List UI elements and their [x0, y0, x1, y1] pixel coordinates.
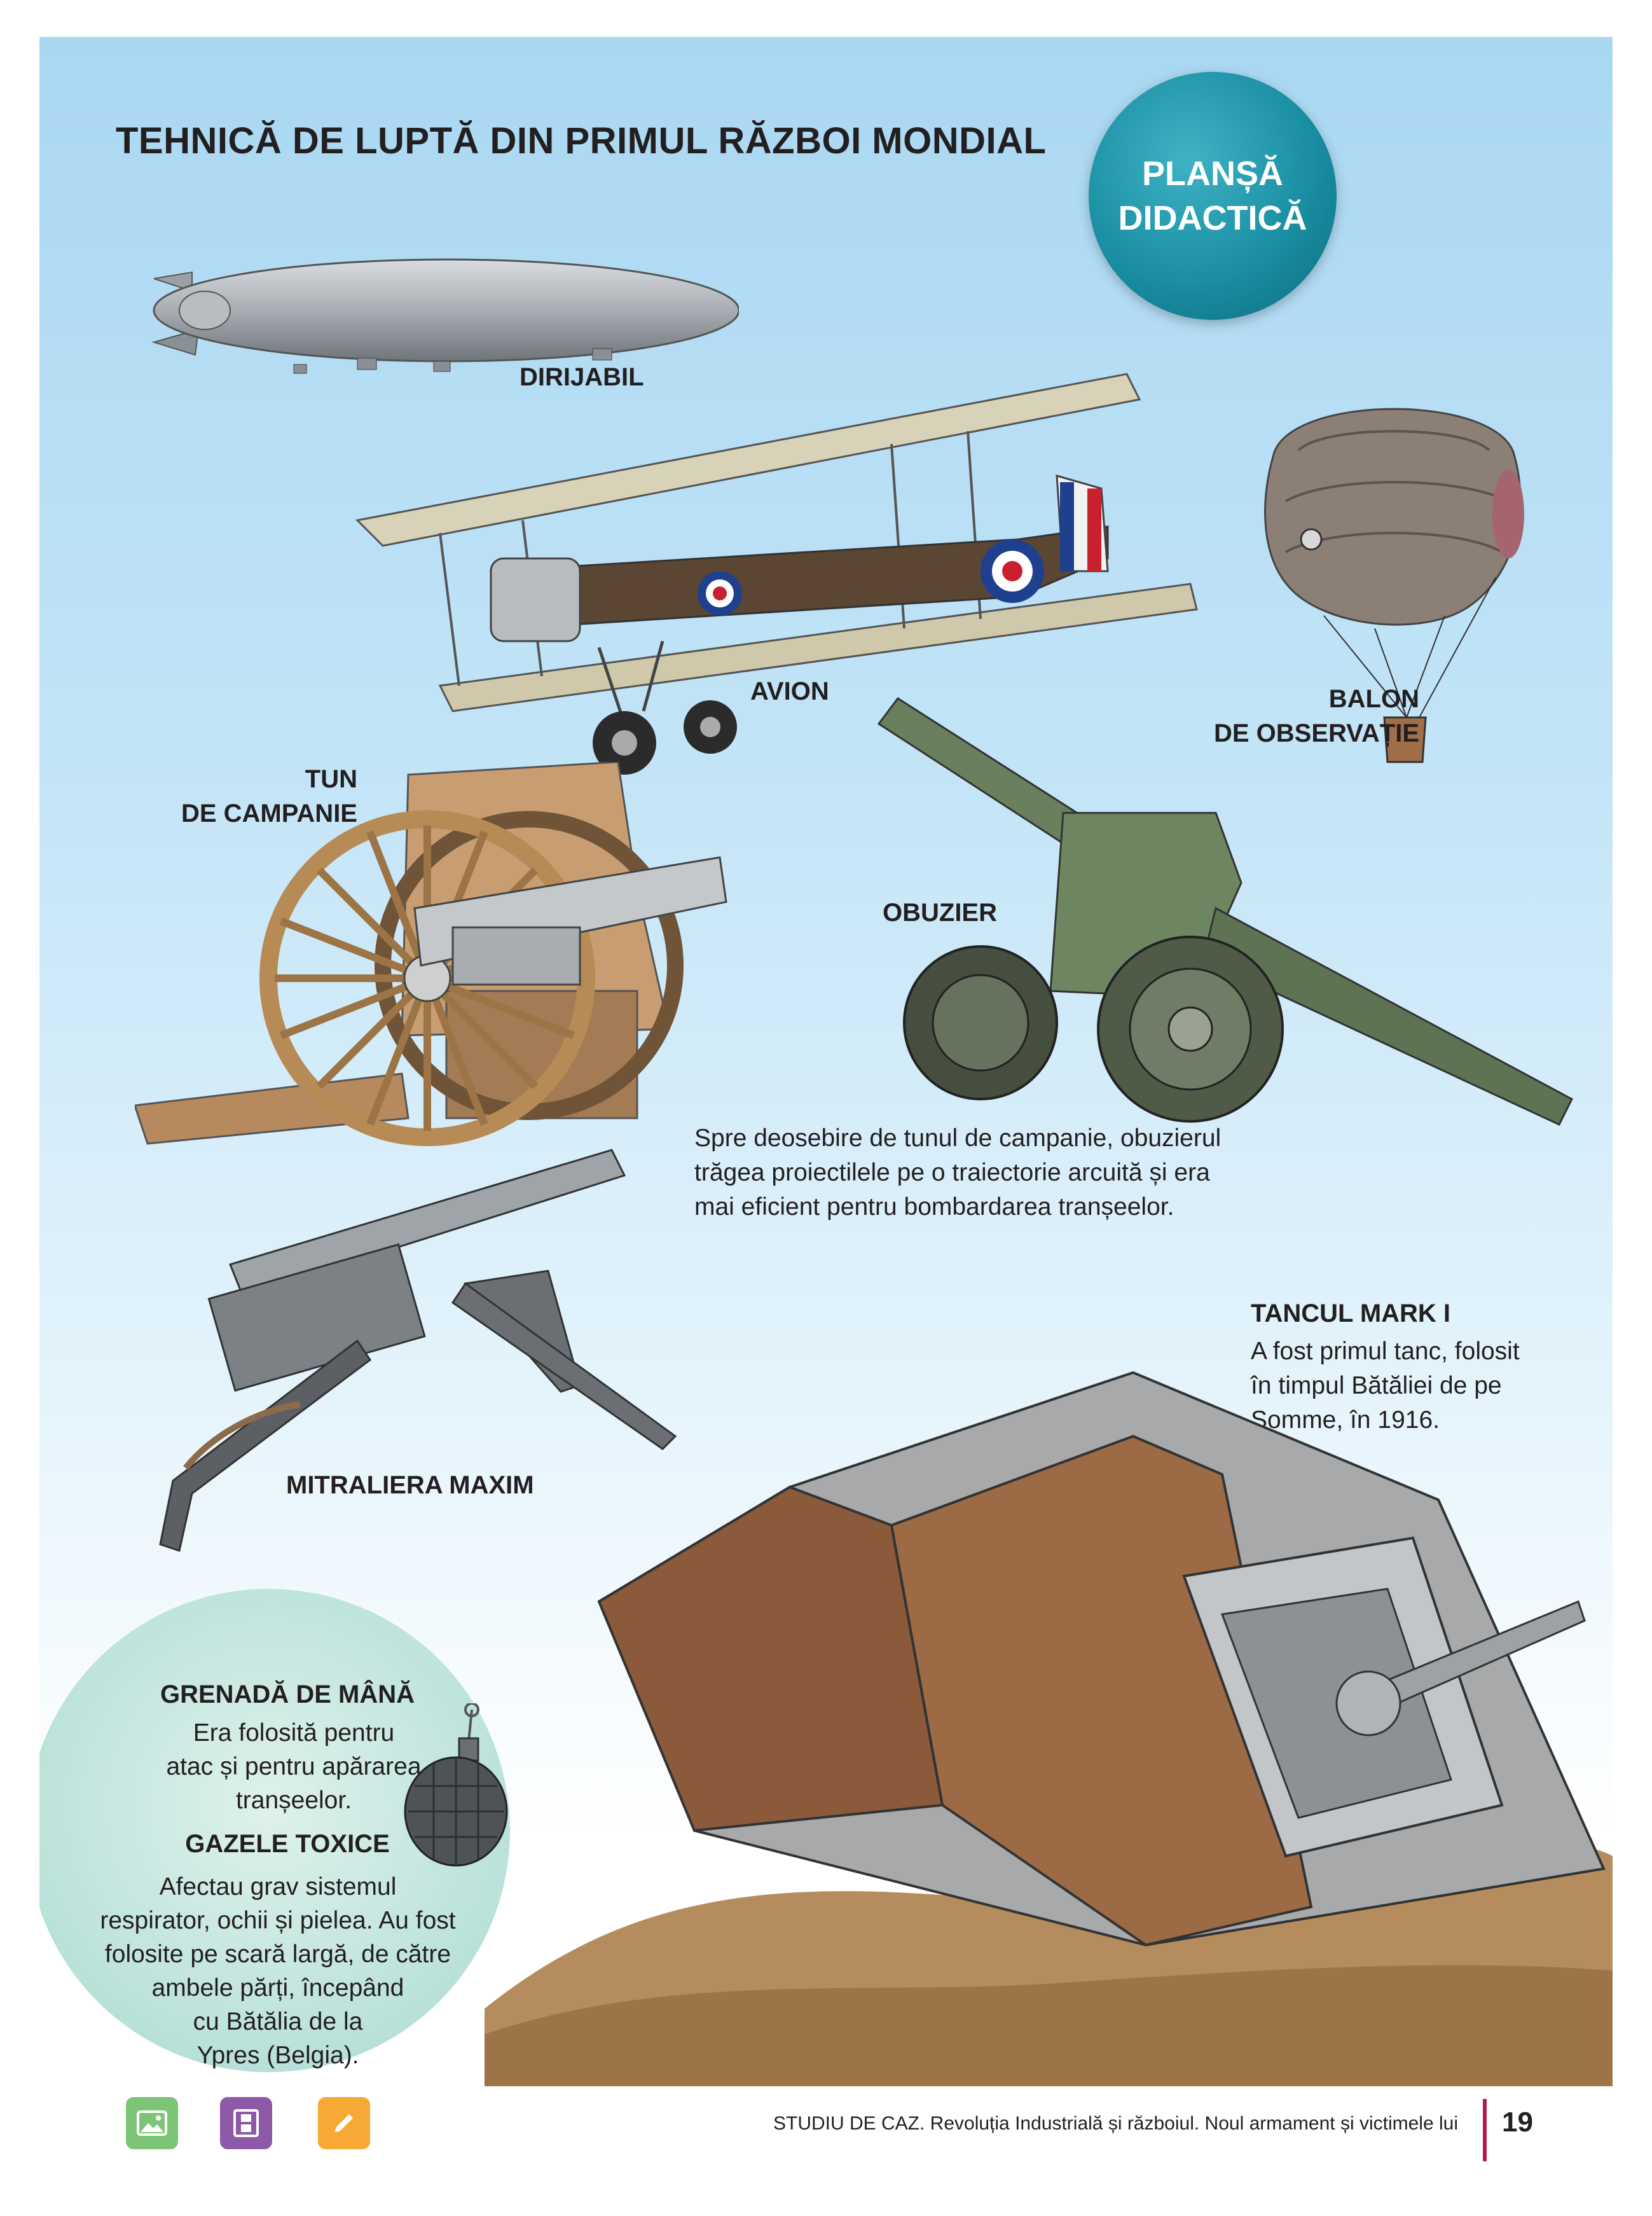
footer-chapter-text: STUDIU DE CAZ. Revoluția Industrială și … [773, 2113, 1458, 2134]
tank-description-line: A fost primul tanc, folosit [1251, 1338, 1520, 1365]
badge-line-1: PLANȘĂ [1141, 155, 1283, 193]
page-panel: TEHNICĂ DE LUPTĂ DIN PRIMUL RĂZBOI MONDI… [39, 37, 1613, 2086]
toxic-gas-title: GAZELE TOXICE [185, 1830, 390, 1858]
balloon-label-line-1: BALON [1328, 685, 1419, 713]
howitzer-description-line: mai eficient pentru bombardarea tranșeel… [694, 1193, 1174, 1221]
toxic-gas-description-line: ambele părți, începând [151, 1974, 404, 2002]
howitzer-description-line: trăgea proiectilele pe o traiectorie arc… [694, 1159, 1210, 1186]
howitzer-label: OBUZIER [883, 899, 997, 927]
tank-description-line: în timpul Bătăliei de pe [1251, 1372, 1502, 1399]
grenade-title: GRENADĂ DE MÂNĂ [160, 1680, 415, 1708]
maxim-machine-gun-illustration [159, 1149, 677, 1552]
grenade-description: Era folosită pentru atac și pentru apăra… [160, 1716, 427, 1817]
field-gun-illustration [135, 762, 727, 1146]
tank-label: TANCUL MARK I [1251, 1299, 1451, 1327]
didactic-badge: PLANȘĂ DIDACTICĂ [1089, 72, 1337, 320]
airship-illustration [151, 258, 739, 374]
maxim-label: MITRALIERA MAXIM [286, 1471, 534, 1499]
toxic-gas-description-line: respirator, ochii și pielea. Au fost [100, 1907, 456, 1934]
grenade-description-line: atac și pentru apărarea [166, 1753, 422, 1780]
toxic-gas-description-line: Afectau grav sistemul [159, 1873, 397, 1901]
grenade-description-line: Era folosită pentru [193, 1719, 395, 1747]
grenade-description-line: tranșeelor. [235, 1787, 352, 1814]
image-icon[interactable] [126, 2097, 178, 2149]
page-title: TEHNICĂ DE LUPTĂ DIN PRIMUL RĂZBOI MONDI… [116, 120, 1047, 162]
hand-grenade-illustration [404, 1703, 508, 1867]
balloon-label-line-2: DE OBSERVAȚIE [1213, 719, 1419, 747]
howitzer-description-line: Spre deosebire de tunul de campanie, obu… [694, 1125, 1222, 1152]
field-gun-label-line-1: TUN [305, 765, 357, 793]
howitzer-illustration [877, 696, 1573, 1126]
pencil-icon[interactable] [318, 2097, 370, 2149]
tank-description-line: Somme, în 1916. [1251, 1406, 1440, 1434]
biplane-label: AVION [750, 677, 829, 705]
toxic-gas-description: Afectau grav sistemul respirator, ochii … [65, 1870, 491, 2072]
film-icon[interactable] [220, 2097, 272, 2149]
badge-line-2: DIDACTICĂ [1118, 199, 1307, 237]
observation-balloon-illustration [1264, 408, 1524, 763]
page-number: 19 [1502, 2107, 1533, 2138]
footer-divider [1483, 2099, 1487, 2161]
field-gun-label-line-2: DE CAMPANIE [181, 800, 357, 828]
toxic-gas-description-line: folosite pe scară largă, de către [104, 1941, 451, 1968]
biplane-illustration [355, 373, 1198, 775]
tank-mark-i-illustration [485, 1371, 1613, 2086]
howitzer-description: Spre deosebire de tunul de campanie, obu… [694, 1121, 1330, 1224]
toxic-gas-description-line: Ypres (Belgia). [196, 2042, 359, 2069]
tank-description: A fost primul tanc, folosit în timpul Bă… [1251, 1334, 1581, 1437]
airship-label: DIRIJABIL [520, 363, 644, 391]
toxic-gas-description-line: cu Bătălia de la [193, 2008, 363, 2035]
